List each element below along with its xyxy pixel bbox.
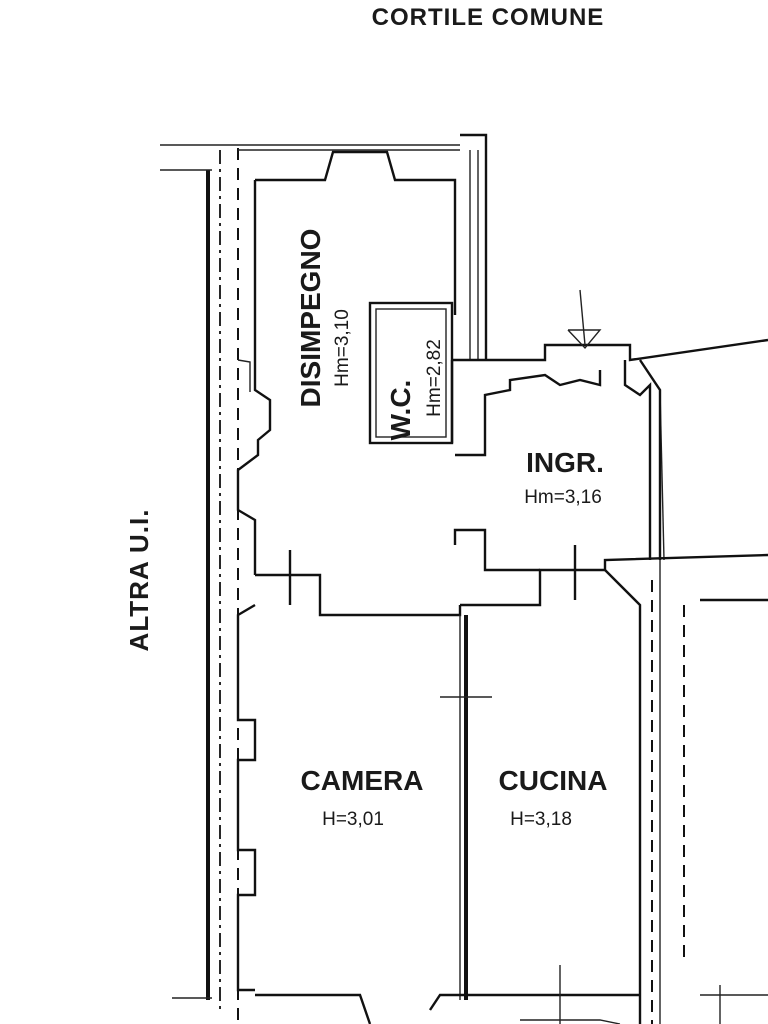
left-party-wall: [160, 144, 239, 1024]
top-wall: [238, 133, 488, 360]
courtyard-label: CORTILE COMUNE: [372, 4, 605, 31]
room-height-cucina: H=3,18: [510, 809, 572, 830]
room-cucina: CUCINA H=3,18: [499, 765, 608, 830]
neighbor-unit-label: ALTRA U.I.: [124, 509, 154, 652]
room-disimpegno: DISIMPEGNO Hm=3,10: [295, 229, 353, 408]
ingresso-walls: [452, 289, 768, 561]
room-ingresso: INGR. Hm=3,16: [524, 447, 604, 508]
wc-box: [368, 301, 454, 445]
room-height-wc: Hm=2,82: [424, 339, 445, 417]
room-camera: CAMERA H=3,01: [301, 765, 424, 830]
middle-wall: [255, 528, 768, 1024]
room-height-camera: H=3,01: [322, 809, 384, 830]
room-name-disimpegno: DISIMPEGNO: [295, 229, 326, 408]
bottom-wall: [255, 965, 768, 1024]
room-height-ingresso: Hm=3,16: [524, 487, 602, 508]
camera-walls: [236, 603, 257, 992]
room-name-cucina: CUCINA: [499, 765, 608, 796]
disimpegno-walls: [236, 180, 272, 575]
room-wc: W.C. Hm=2,82: [385, 339, 445, 440]
room-height-disimpegno: Hm=3,10: [332, 309, 353, 387]
room-name-wc: W.C.: [385, 380, 416, 441]
camera-cucina-partition: [440, 615, 492, 1000]
room-name-camera: CAMERA: [301, 765, 424, 796]
room-name-ingresso: INGR.: [526, 447, 604, 478]
